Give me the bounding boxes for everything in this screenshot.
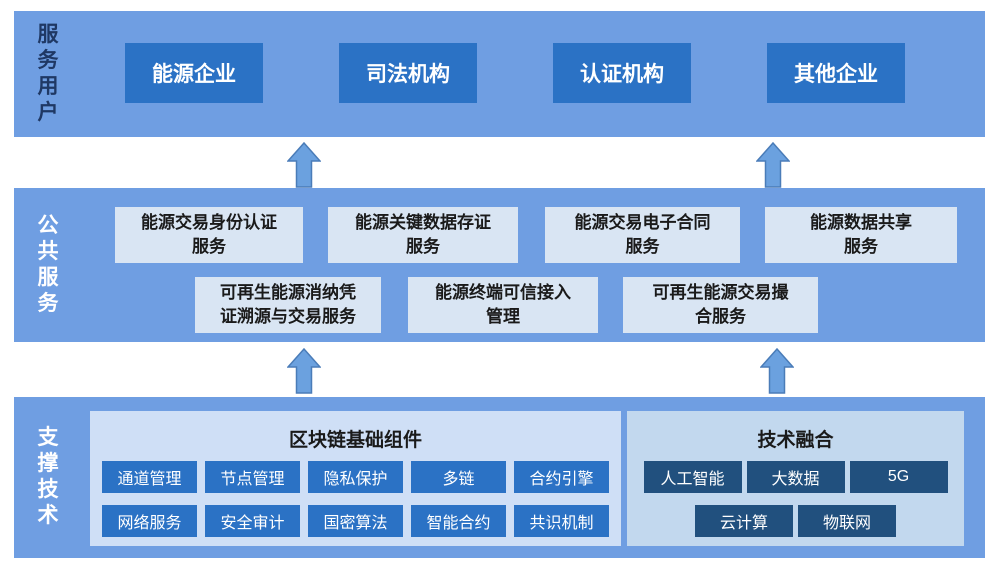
up-arrow-icon: [287, 142, 321, 188]
chip-smart-contract: 智能合约: [411, 505, 506, 537]
user-box-certification-org: 认证机构: [553, 43, 691, 103]
chip-contract-engine: 合约引擎: [514, 461, 609, 493]
user-box-other-enterprise: 其他企业: [767, 43, 905, 103]
panel-title-fusion: 技术融合: [757, 430, 834, 451]
blockchain-chip-row-2: 网络服务 安全审计 国密算法 智能合约 共识机制: [102, 505, 609, 537]
service-box-data-sharing: 能源数据共享 服务: [765, 207, 957, 263]
user-box-judicial-org: 司法机构: [339, 43, 477, 103]
chip-channel-mgmt: 通道管理: [102, 461, 197, 493]
fusion-chip-row-2: 云计算 物联网: [627, 505, 964, 537]
blockchain-chip-row-1: 通道管理 节点管理 隐私保护 多链 合约引擎: [102, 461, 609, 493]
up-arrow-icon: [756, 142, 790, 188]
up-arrow-icon: [287, 348, 321, 394]
chip-security-audit: 安全审计: [205, 505, 300, 537]
service-box-key-data-deposit: 能源关键数据存证 服务: [328, 207, 518, 263]
panel-title-blockchain: 区块链基础组件: [288, 430, 422, 451]
chip-node-mgmt: 节点管理: [205, 461, 300, 493]
service-box-trade-matching: 可再生能源交易撮 合服务: [623, 277, 818, 333]
fusion-chip-row-1: 人工智能 大数据 5G: [627, 461, 964, 493]
band-label-supporting-tech: 支撑技术: [37, 426, 59, 527]
service-box-identity-auth: 能源交易身份认证 服务: [115, 207, 303, 263]
chip-cloud-computing: 云计算: [695, 505, 793, 537]
user-box-energy-enterprise: 能源企业: [125, 43, 263, 103]
service-box-e-contract: 能源交易电子合同 服务: [545, 207, 740, 263]
chip-ai: 人工智能: [643, 461, 742, 493]
chip-iot: 物联网: [798, 505, 896, 537]
up-arrow-icon: [760, 348, 794, 394]
chip-consensus: 共识机制: [514, 505, 609, 537]
service-box-terminal-access: 能源终端可信接入 管理: [408, 277, 598, 333]
service-box-renewable-certificate: 可再生能源消纳凭 证溯源与交易服务: [195, 277, 381, 333]
chip-network-service: 网络服务: [102, 505, 197, 537]
chip-big-data: 大数据: [746, 461, 845, 493]
chip-privacy-protection: 隐私保护: [308, 461, 403, 493]
chip-national-crypto: 国密算法: [308, 505, 403, 537]
band-label-public-services: 公共服务: [37, 214, 59, 315]
chip-multi-chain: 多链: [411, 461, 506, 493]
chip-5g: 5G: [849, 461, 948, 493]
band-label-service-users: 服务用户: [37, 23, 59, 124]
